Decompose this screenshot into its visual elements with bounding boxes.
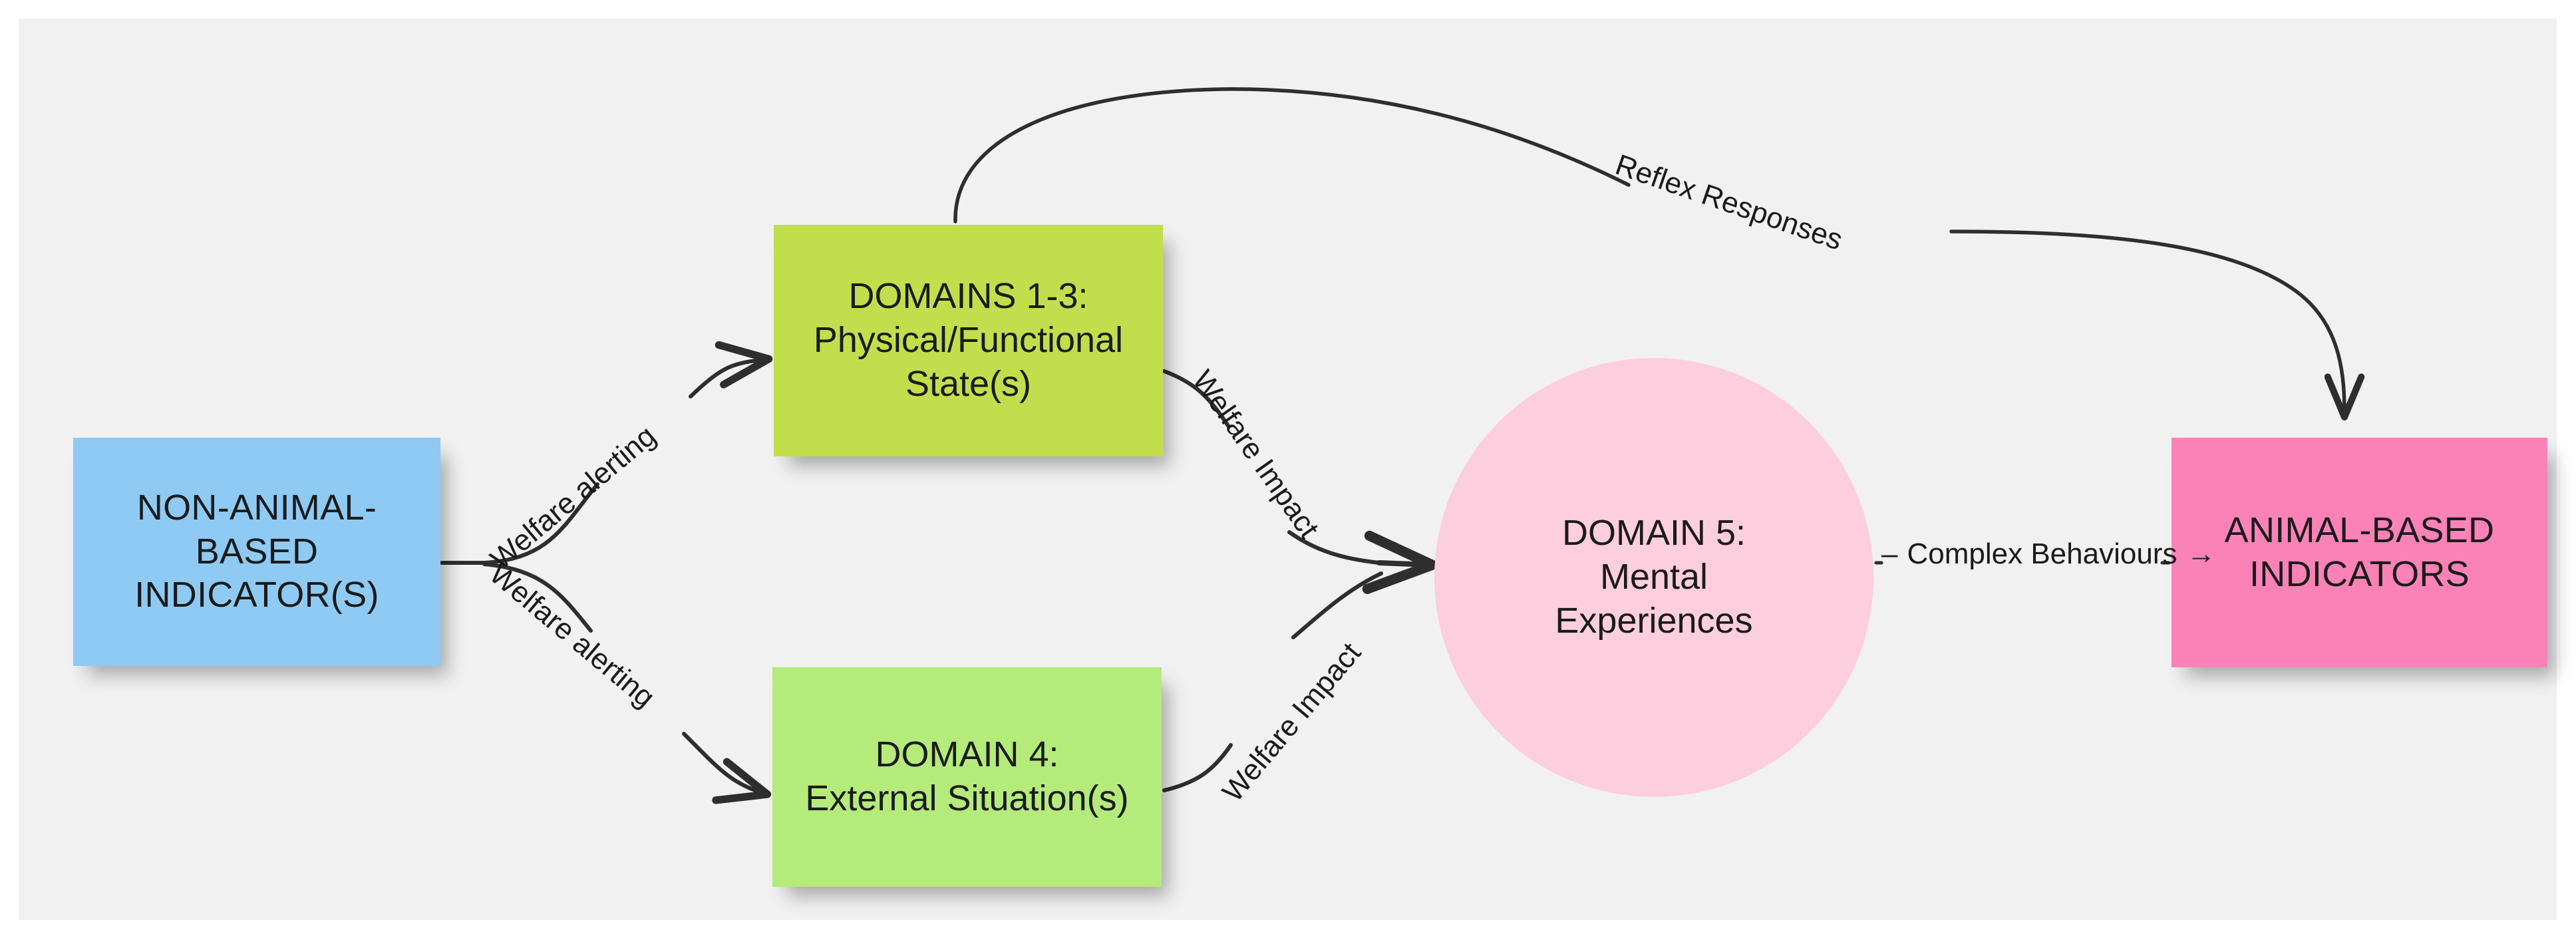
node-domain-5-label: DOMAIN 5: Mental Experiences	[1555, 513, 1753, 641]
node-non-animal-based-indicators[interactable]: NON-ANIMAL- BASED INDICATOR(S)	[73, 438, 440, 666]
arrow-right-icon: →	[2186, 538, 2216, 570]
node-domains-1-3[interactable]: DOMAINS 1-3: Physical/Functional State(s…	[774, 225, 1163, 456]
edge-label-welfare-alerting-lower: Welfare alerting	[483, 557, 661, 714]
edge-label-reflex-responses: Reflex Responses	[1611, 148, 1847, 257]
edge-welfare-impact-merge	[1362, 530, 1438, 594]
node-domains-1-3-label: DOMAINS 1-3: Physical/Functional State(s…	[813, 276, 1124, 404]
edge-welfare-alerting-lower-tail	[682, 732, 772, 804]
diagram-canvas: NON-ANIMAL- BASED INDICATOR(S) DOMAINS 1…	[19, 19, 2557, 920]
edge-welfare-alerting-upper-tail	[689, 341, 773, 398]
node-domain-4-label: DOMAIN 4: External Situation(s)	[805, 734, 1129, 818]
node-animal-based-indicators[interactable]: ANIMAL-BASED INDICATORS	[2172, 438, 2547, 667]
node-non-animal-based-indicators-label: NON-ANIMAL- BASED INDICATOR(S)	[134, 487, 379, 615]
dash-glyph: –	[1881, 538, 1898, 570]
edge-label-complex-behaviours: – Complex Behaviours →	[1881, 538, 2215, 571]
edge-label-welfare-impact-upper: Welfare Impact	[1186, 365, 1326, 544]
edge-label-complex-behaviours-text: Complex Behaviours	[1907, 538, 2177, 570]
node-animal-based-indicators-label: ANIMAL-BASED INDICATORS	[2224, 510, 2495, 594]
node-domain-4[interactable]: DOMAIN 4: External Situation(s)	[772, 667, 1162, 887]
node-domain-5[interactable]: DOMAIN 5: Mental Experiences	[1434, 358, 1873, 797]
edge-reflex-responses-tail	[1949, 230, 2365, 421]
edge-welfare-impact-lower-tail	[1291, 571, 1383, 639]
edge-reflex-responses-head	[953, 87, 1631, 224]
edge-label-welfare-alerting-upper: Welfare alerting	[484, 419, 662, 576]
edge-label-welfare-impact-lower: Welfare Impact	[1216, 636, 1368, 808]
